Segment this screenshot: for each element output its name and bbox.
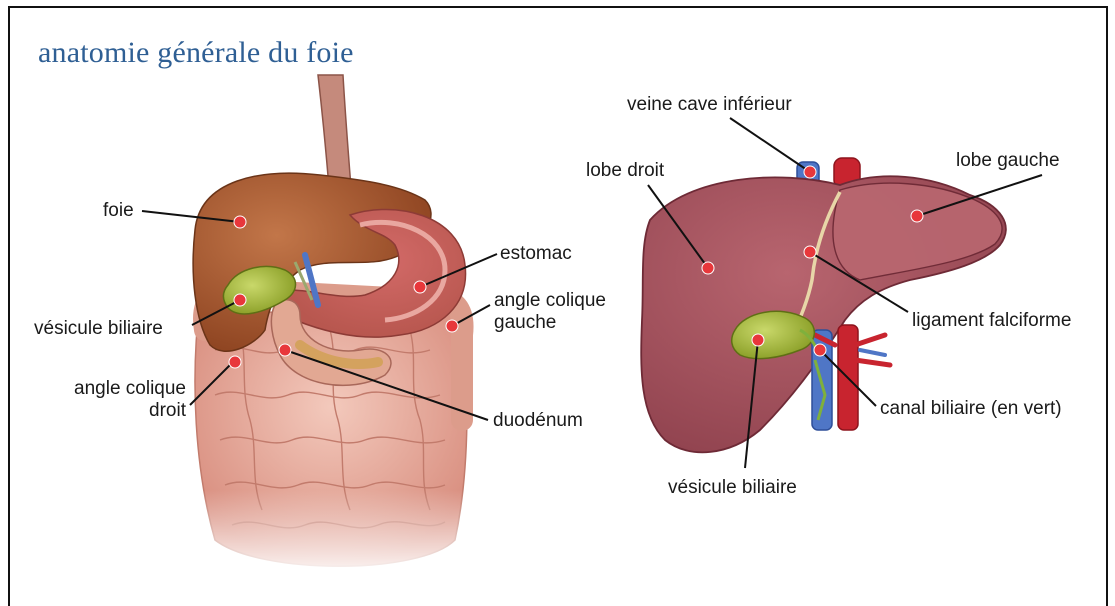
marker-duodenum xyxy=(279,344,291,356)
label-angle-colique-droit-line1: angle colique xyxy=(50,378,186,400)
label-angle-colique-gauche-line2: gauche xyxy=(494,312,556,334)
marker-angle-droit xyxy=(229,356,241,368)
left-organs-group xyxy=(190,75,480,580)
label-duodenum: duodénum xyxy=(493,410,583,432)
label-ligament-falciforme: ligament falciforme xyxy=(912,310,1071,332)
label-foie: foie xyxy=(103,200,134,222)
label-lobe-droit: lobe droit xyxy=(586,160,664,182)
marker-vesicule-right xyxy=(752,334,764,346)
label-veine-cave-inferieur: veine cave inférieur xyxy=(627,94,792,116)
marker-lobe-gauche xyxy=(911,210,923,222)
label-angle-colique-droit-line2: droit xyxy=(50,400,186,422)
marker-ligament xyxy=(804,246,816,258)
marker-estomac xyxy=(414,281,426,293)
marker-canal xyxy=(814,344,826,356)
marker-vesicule-left xyxy=(234,294,246,306)
label-estomac: estomac xyxy=(500,243,572,265)
label-vesicule-biliaire-right: vésicule biliaire xyxy=(668,477,797,499)
marker-foie xyxy=(234,216,246,228)
figure-title: anatomie générale du foie xyxy=(38,36,354,70)
label-lobe-gauche: lobe gauche xyxy=(956,150,1060,172)
label-angle-colique-gauche-line1: angle colique xyxy=(494,290,606,312)
label-canal-biliaire: canal biliaire (en vert) xyxy=(880,398,1062,420)
marker-lobe-droit xyxy=(702,262,714,274)
marker-veine-cave xyxy=(804,166,816,178)
marker-angle-gauche xyxy=(446,320,458,332)
label-vesicule-biliaire-left: vésicule biliaire xyxy=(34,318,163,340)
